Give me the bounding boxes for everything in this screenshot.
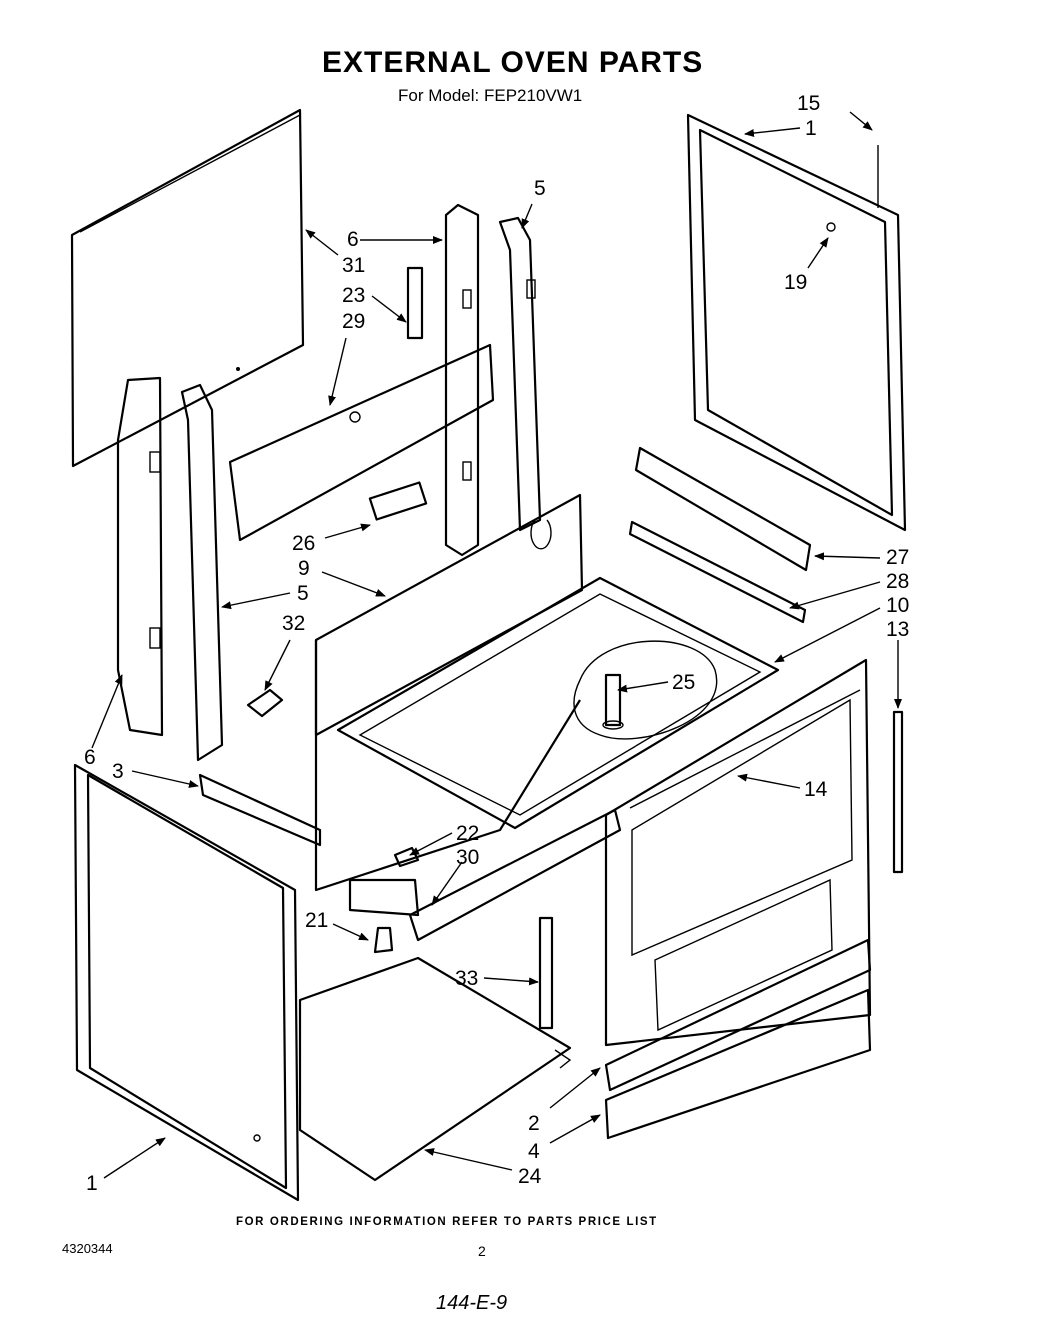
- element-stem-part: [602, 673, 624, 730]
- callout-labels: 15 1 5 6 31 23 29 19 26 9 5 32 27 28 10 …: [84, 92, 909, 1195]
- cavity-back-part: [314, 493, 584, 892]
- handwritten-code: 144-E-9: [436, 1292, 508, 1314]
- trim-strip-part: [892, 710, 904, 874]
- oven-bottom-part: [336, 576, 780, 830]
- callout-14: 14: [804, 778, 828, 801]
- callout-30: 30: [456, 846, 479, 869]
- page-title: EXTERNAL OVEN PARTS: [322, 46, 704, 79]
- callout-22: 22: [456, 822, 479, 845]
- callout-2: 2: [528, 1112, 540, 1135]
- callout-5-top: 5: [534, 177, 546, 200]
- side-panel-left-part: [73, 763, 300, 1202]
- callout-13: 13: [886, 618, 909, 641]
- page-number: 2: [478, 1243, 486, 1259]
- callout-26: 26: [292, 532, 315, 555]
- callout-33: 33: [455, 967, 478, 990]
- rear-panel-part: [70, 108, 305, 468]
- callout-1-top: 1: [805, 117, 817, 140]
- callout-19: 19: [784, 271, 807, 294]
- callout-leaders: [91, 111, 902, 1179]
- callout-6-top: 6: [347, 228, 359, 251]
- callout-25: 25: [672, 671, 695, 694]
- callout-5-mid: 5: [297, 582, 309, 605]
- left-channels-part: [116, 376, 224, 762]
- terminal-block-part: [368, 481, 428, 521]
- toe-plate-part: [198, 773, 322, 847]
- callout-15: 15: [797, 92, 820, 115]
- callout-31: 31: [342, 254, 365, 277]
- callout-27: 27: [886, 546, 909, 569]
- ordering-note: FOR ORDERING INFORMATION REFER TO PARTS …: [236, 1216, 658, 1228]
- callout-21: 21: [305, 909, 328, 932]
- bracket-23-part: [406, 266, 424, 340]
- side-panel-right-part: [686, 113, 907, 532]
- kick-panels-part: [604, 938, 872, 1140]
- callout-1-bottom: 1: [86, 1172, 98, 1195]
- switch-32-part: [246, 688, 284, 718]
- callout-23: 23: [342, 284, 365, 307]
- callout-10: 10: [886, 594, 909, 617]
- support-rails-part: [628, 446, 812, 624]
- model-subtitle: For Model: FEP210VW1: [398, 86, 583, 105]
- callout-32: 32: [282, 612, 305, 635]
- callout-6-left: 6: [84, 746, 96, 769]
- document-number: 4320344: [62, 1241, 113, 1256]
- callout-29: 29: [342, 310, 365, 333]
- lower-hardware-part: [348, 808, 622, 954]
- center-channels-part: [444, 203, 542, 557]
- callout-4: 4: [528, 1140, 540, 1163]
- front-frame-part: [604, 658, 872, 1047]
- callout-24: 24: [518, 1165, 542, 1188]
- callout-3: 3: [112, 760, 124, 783]
- cross-brace-part: [228, 343, 495, 542]
- base-pan-part: [298, 956, 572, 1182]
- callout-28: 28: [886, 570, 909, 593]
- rod-33-part: [538, 916, 554, 1030]
- callout-9: 9: [298, 557, 310, 580]
